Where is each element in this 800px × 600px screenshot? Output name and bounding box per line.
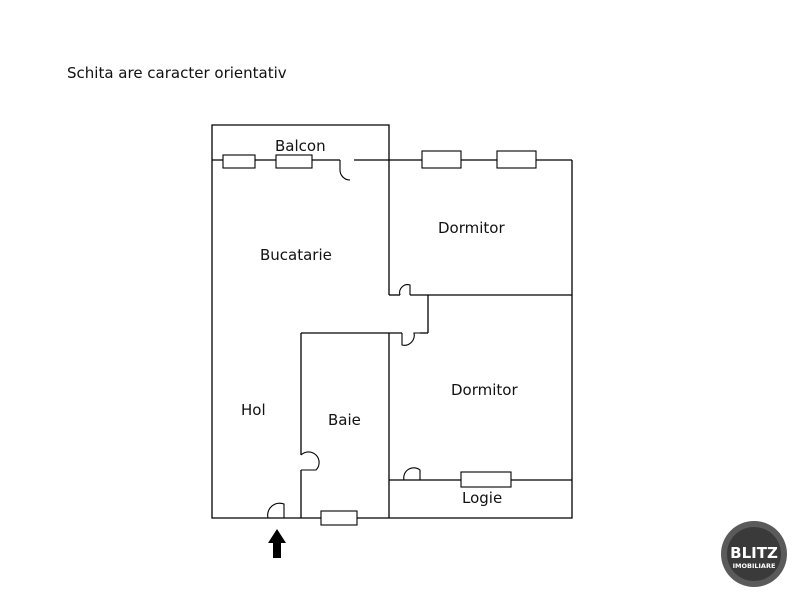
window-bedroom-1b — [496, 150, 537, 169]
doors — [267, 160, 421, 519]
interior-walls — [300, 160, 572, 518]
door-bathroom — [300, 451, 320, 471]
logo-tagline: IMOBILIARE — [733, 562, 776, 570]
door-logie — [403, 467, 421, 481]
window-logie — [460, 471, 512, 488]
room-label-dormitor-2: Dormitor — [451, 381, 518, 399]
room-label-hol: Hol — [241, 401, 266, 419]
room-label-baie: Baie — [328, 411, 361, 429]
blitz-logo-icon: BLITZ IMOBILIARE — [721, 521, 787, 587]
disclaimer-note: Schita are caracter orientativ — [67, 64, 287, 82]
logo-name: BLITZ — [730, 544, 778, 562]
door-bedroom-1 — [399, 284, 411, 296]
room-label-balcon: Balcon — [275, 137, 326, 155]
door-balcony — [339, 160, 351, 181]
door-bedroom-2 — [401, 332, 420, 346]
room-label-bucatarie: Bucatarie — [260, 246, 332, 264]
room-label-logie: Logie — [462, 489, 502, 507]
windows — [222, 150, 537, 526]
door-entrance — [267, 502, 285, 519]
window-bedroom-1a — [421, 150, 462, 169]
balcony-outline — [211, 124, 390, 160]
room-label-dormitor-1: Dormitor — [438, 219, 505, 237]
entrance-arrow-icon — [268, 529, 286, 558]
window-balcony-2 — [275, 154, 313, 169]
window-balcony-1 — [222, 154, 256, 169]
window-bathroom — [320, 510, 358, 526]
outer-walls — [211, 159, 573, 519]
